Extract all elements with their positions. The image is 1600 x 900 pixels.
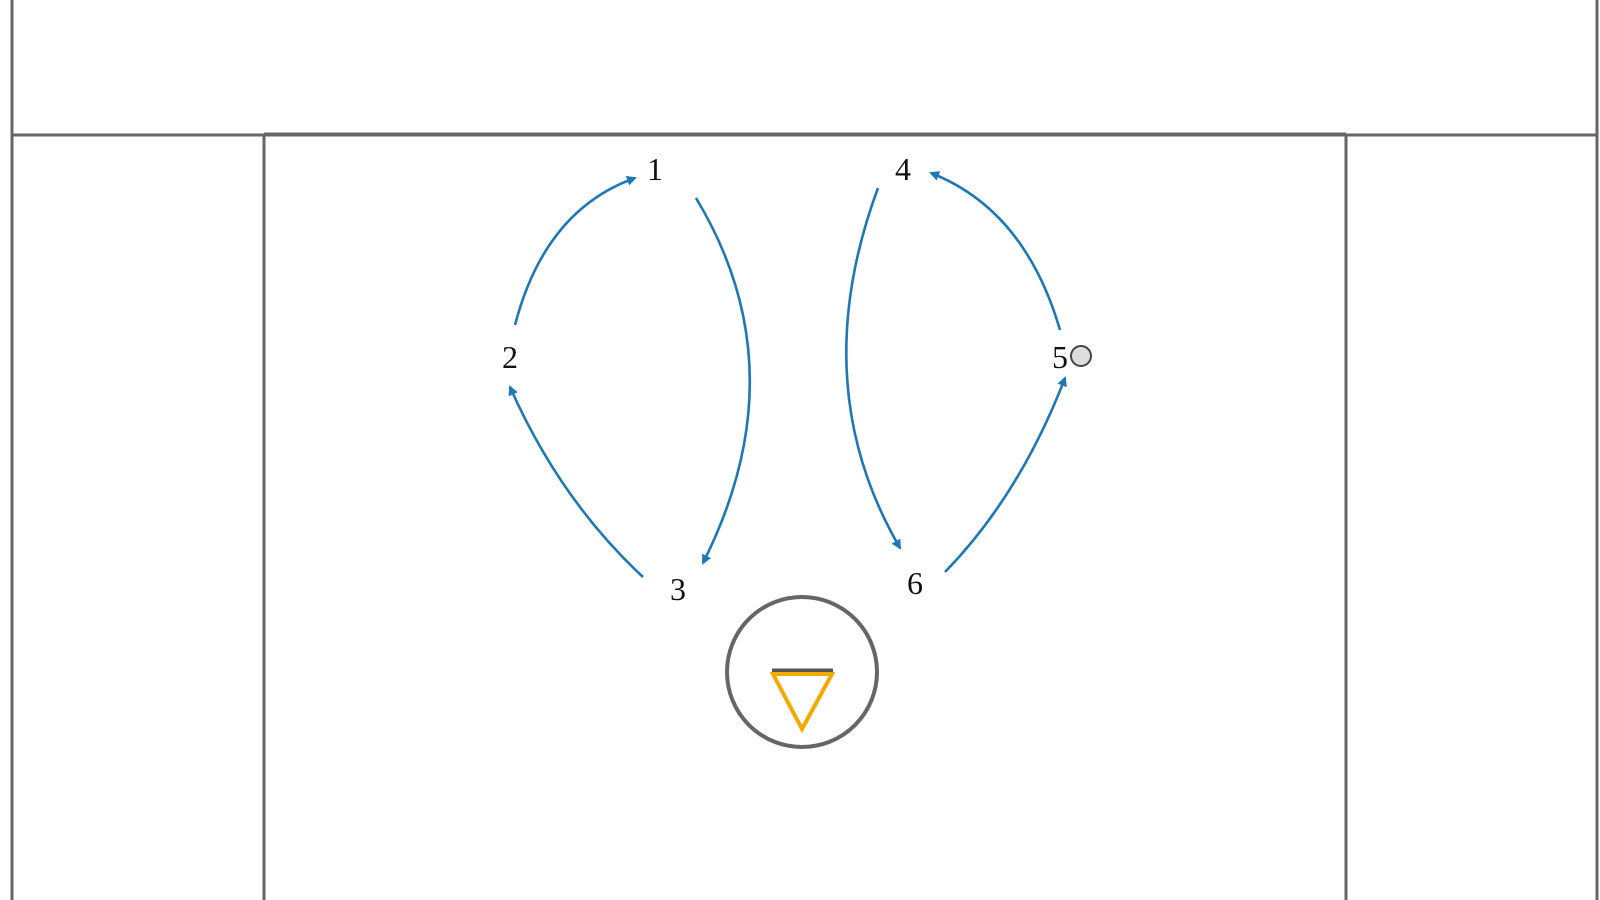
crease-circle bbox=[725, 595, 879, 749]
arrow-3-to-2 bbox=[508, 385, 644, 578]
arrow-1-to-3 bbox=[694, 197, 752, 565]
arrow-4-to-6 bbox=[845, 187, 902, 550]
ball-icon bbox=[1070, 345, 1092, 367]
goalie-triangle-icon bbox=[769, 672, 836, 734]
player-3-label: 3 bbox=[670, 571, 686, 607]
player-5-label: 5 bbox=[1052, 339, 1068, 375]
player-4-label: 4 bbox=[895, 151, 911, 187]
arrow-6-to-5 bbox=[944, 376, 1067, 573]
arrow-2-to-1 bbox=[513, 175, 637, 326]
player-6-label: 6 bbox=[907, 565, 923, 601]
player-1-label: 1 bbox=[647, 151, 663, 187]
player-2-label: 2 bbox=[502, 339, 518, 375]
arrow-5-to-4 bbox=[929, 171, 1062, 331]
